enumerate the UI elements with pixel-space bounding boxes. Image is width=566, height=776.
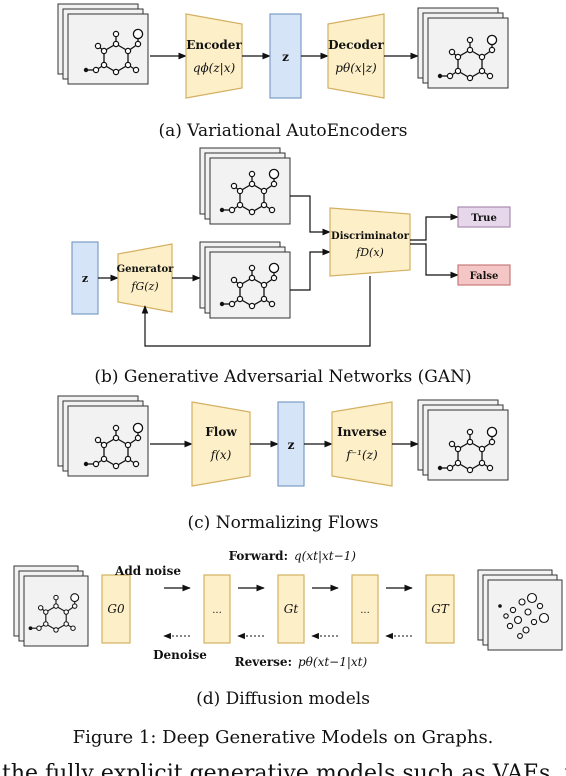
vae-output-graph-stack	[417, 7, 509, 89]
gan-false-box: False	[457, 264, 511, 286]
diffusion-state-gt: Gt	[277, 574, 305, 644]
gan-latent-label: z	[82, 272, 88, 285]
false-label: False	[470, 271, 499, 282]
gan-generator: Generator fG(z)	[117, 243, 175, 313]
vae-caption: (a) Variational AutoEncoders	[159, 121, 408, 141]
gan-true-box: True	[457, 206, 511, 228]
gan-arrow-real-disc	[290, 195, 331, 236]
flow-forward: Flow f(x)	[191, 401, 251, 487]
inverse-title: Inverse	[337, 425, 387, 439]
diffusion-panel: G0 ... Gt ... GT Add noise Denoise Forw	[13, 549, 563, 709]
vae-encoder: Encoder qϕ(z|x)	[185, 13, 243, 99]
state-gT-label: GT	[431, 602, 450, 616]
flow-formula: f(x)	[210, 448, 232, 462]
gan-discriminator: Discriminator fD(x)	[329, 207, 411, 277]
gan-arrow-true	[410, 213, 459, 241]
vae-decoder: Decoder pθ(x|z)	[327, 13, 385, 99]
reverse-label: Reverse:	[235, 655, 292, 669]
gan-real-graph-stack	[199, 147, 291, 225]
vae-latent-label: z	[282, 50, 289, 64]
reverse-formula: pθ(xt−1|xt)	[298, 655, 368, 669]
clipped-body-text: the fully explicit generative models suc…	[0, 763, 566, 776]
diffusion-noisy-graph-stack	[477, 569, 563, 651]
flow-output-graph-stack	[417, 399, 509, 481]
decoder-title: Decoder	[328, 38, 384, 52]
vae-panel: Encoder qϕ(z|x) z Decoder pθ(x|z) (a) Va…	[57, 3, 509, 141]
state-mid1-label: ...	[212, 605, 222, 616]
diffusion-state-mid2: ...	[351, 574, 379, 644]
diffusion-caption: (d) Diffusion models	[196, 689, 370, 709]
vae-latent: z	[269, 13, 302, 99]
true-label: True	[471, 213, 497, 224]
flow-title: Flow	[205, 425, 237, 439]
gan-caption: (b) Generative Adversarial Networks (GAN…	[94, 367, 471, 387]
flow-panel: Flow f(x) z Inverse f⁻¹(z) (c) Normalizi…	[57, 395, 509, 533]
gan-fake-graph-stack	[199, 241, 291, 319]
forward-formula: q(xt|xt−1)	[294, 549, 356, 563]
add-noise-label: Add noise	[114, 564, 181, 578]
diffusion-clean-graph-stack	[13, 565, 89, 647]
discriminator-title: Discriminator	[331, 231, 410, 242]
flow-latent-label: z	[288, 438, 295, 452]
scattered-nodes	[503, 592, 550, 639]
state-mid2-label: ...	[360, 605, 370, 616]
flow-input-graph-stack	[57, 395, 149, 477]
gan-arrow-false	[410, 243, 459, 279]
state-gt-label: Gt	[284, 602, 299, 616]
generator-formula: fG(z)	[130, 280, 158, 293]
gan-panel: z Generator fG(z) Discriminator fD(x) Tr…	[71, 147, 511, 387]
diffusion-state-gT: GT	[425, 574, 455, 644]
figure-caption: Figure 1: Deep Generative Models on Grap…	[73, 727, 494, 748]
state-g0-label: G0	[107, 602, 125, 616]
flow-latent: z	[277, 401, 305, 487]
encoder-formula: qϕ(z|x)	[193, 61, 236, 75]
inverse-formula: f⁻¹(z)	[345, 448, 378, 462]
denoise-label: Denoise	[153, 648, 207, 662]
discriminator-formula: fD(x)	[355, 246, 384, 259]
flow-caption: (c) Normalizing Flows	[188, 513, 379, 533]
encoder-title: Encoder	[186, 38, 242, 52]
gan-feedback-arrow	[141, 276, 371, 347]
flow-inverse: Inverse f⁻¹(z)	[331, 401, 393, 487]
gan-latent: z	[71, 241, 99, 315]
generator-title: Generator	[117, 264, 175, 275]
gan-arrow-fake-disc	[290, 248, 331, 291]
diffusion-state-mid1: ...	[203, 574, 231, 644]
body-text-line: the fully explicit generative models suc…	[2, 763, 566, 776]
decoder-formula: pθ(x|z)	[335, 61, 377, 75]
vae-input-graph-stack	[57, 3, 149, 85]
forward-label: Forward:	[229, 549, 288, 563]
diffusion-state-g0: G0	[101, 574, 131, 644]
